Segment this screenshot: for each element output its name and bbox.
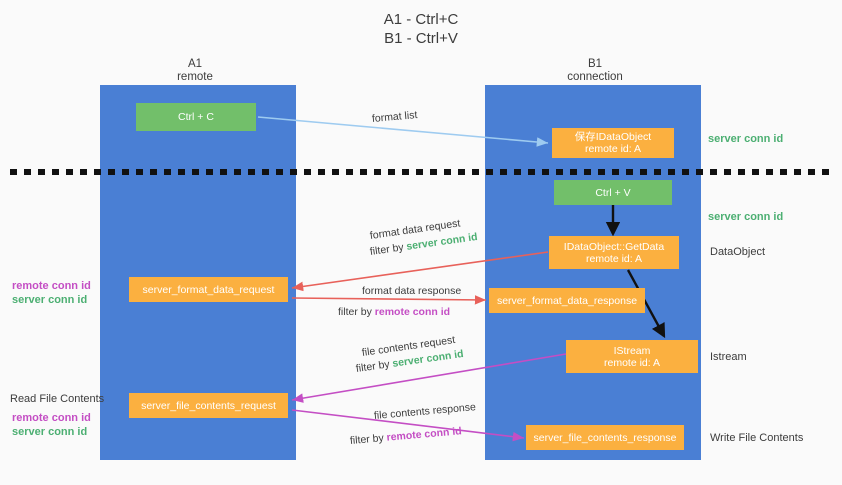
connector-label-format-list: format list [371, 109, 418, 125]
connector-format-data-response [291, 295, 487, 305]
node-getdata-line1: IDataObject::GetData [563, 240, 665, 253]
node-server-file-contents-response[interactable]: server_file_contents_response [526, 425, 684, 450]
label-format-server-conn-id: server conn id [12, 294, 88, 306]
node-istream-line2: remote id: A [603, 356, 661, 369]
filter-prefix: filter by [355, 357, 394, 375]
node-server-file-contents-request-label: server_file_contents_request [141, 399, 276, 412]
label-istream: Istream [710, 351, 747, 363]
diagram-title: A1 - Ctrl+C B1 - Ctrl+V [0, 10, 842, 48]
node-save-dataobject-line2: remote id: A [584, 143, 642, 155]
column-b1-name: B1 [587, 58, 603, 70]
filter-value: remote conn id [374, 306, 451, 318]
filter-value: remote conn id [386, 425, 463, 444]
filter-prefix: filter by [349, 431, 388, 447]
node-ctrl-v[interactable]: Ctrl + V [554, 180, 672, 205]
node-getdata-line2: remote id: A [585, 252, 643, 265]
connector-label-format-data-response: format data response [362, 285, 462, 297]
node-server-format-data-request[interactable]: server_format_data_request [129, 277, 288, 302]
title-line-1: A1 - Ctrl+C [383, 11, 459, 28]
label-format-remote-conn-id: remote conn id [12, 280, 91, 292]
node-server-file-contents-request[interactable]: server_file_contents_request [129, 393, 288, 418]
node-istream[interactable]: IStream remote id: A [566, 340, 698, 373]
title-line-2: B1 - Ctrl+V [384, 30, 458, 47]
label-read-file-contents: Read File Contents [10, 393, 105, 405]
node-server-format-data-response[interactable]: server_format_data_response [489, 288, 645, 313]
column-a1-sub: remote [177, 71, 213, 83]
label-server-conn-id-mid: server conn id [708, 211, 784, 223]
column-b1-sub: connection [567, 71, 623, 83]
connector-label-file-contents-response-filter: filter by remote conn id [349, 424, 462, 448]
node-istream-line1: IStream [613, 344, 651, 357]
node-ctrl-c[interactable]: Ctrl + C [136, 103, 256, 131]
node-server-format-data-request-label: server_format_data_request [142, 283, 275, 296]
label-dataobject: DataObject [710, 246, 766, 258]
node-ctrl-c-label: Ctrl + C [178, 111, 214, 123]
label-file-server-conn-id: server conn id [12, 426, 88, 438]
node-save-dataobject[interactable]: 保存IDataObject remote id: A [552, 128, 674, 158]
filter-prefix: filter by [369, 240, 408, 258]
connector-label-format-data-response-filter: filter by remote conn id [338, 305, 450, 319]
label-write-file-contents: Write File Contents [710, 432, 804, 444]
connector-label-file-contents-response: file contents response [373, 401, 477, 422]
node-ctrl-v-label: Ctrl + V [595, 186, 631, 199]
node-save-dataobject-line1: 保存IDataObject [574, 131, 652, 143]
column-header-a1: A1 remote [130, 58, 260, 84]
node-server-file-contents-response-label: server_file_contents_response [533, 431, 677, 444]
label-file-remote-conn-id: remote conn id [12, 412, 91, 424]
column-header-b1: B1 connection [530, 58, 660, 84]
node-server-format-data-response-label: server_format_data_response [496, 294, 638, 307]
label-server-conn-id-top: server conn id [708, 133, 784, 145]
filter-prefix: filter by [338, 306, 375, 318]
column-a1-name: A1 [187, 58, 203, 70]
node-getdata[interactable]: IDataObject::GetData remote id: A [549, 236, 679, 269]
